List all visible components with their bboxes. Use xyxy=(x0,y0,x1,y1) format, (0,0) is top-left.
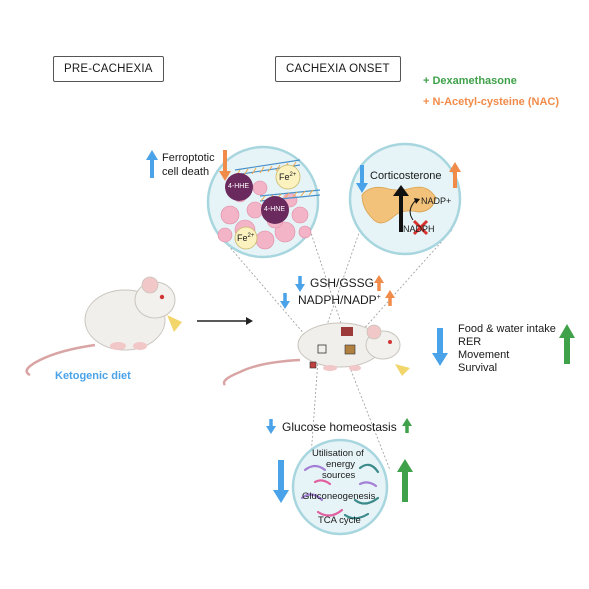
arrows xyxy=(146,150,575,503)
dexamethasone-label: + Dexamethasone xyxy=(423,75,517,87)
cachexia-onset-box: CACHEXIA ONSET xyxy=(275,56,401,82)
ketogenic-diet-label: Ketogenic diet xyxy=(55,370,131,382)
util-line3: sources xyxy=(322,470,356,481)
nadph-nadp-label: NADPH/NADP+ xyxy=(298,293,381,307)
ferroptosis-circle xyxy=(206,145,321,259)
glucose-green-up-arrow xyxy=(402,418,412,433)
cortico-blue-down-arrow xyxy=(356,165,368,193)
transition-arrow xyxy=(197,317,253,325)
gsh-orange-up-arrow xyxy=(374,275,384,291)
hne-label: 4-HNE xyxy=(264,206,286,213)
phenotype-movement: Movement xyxy=(458,349,510,361)
ferroptotic-line1: Ferroptotic xyxy=(162,152,215,164)
util-line1: Utilisation of xyxy=(312,448,364,459)
nadph-orange-up-arrow xyxy=(385,290,395,306)
tca-cycle-label: TCA cycle xyxy=(318,515,361,526)
glucose-blue-down-arrow xyxy=(266,419,276,434)
phenotype-food: Food & water intake xyxy=(458,323,556,335)
cachexia-mouse xyxy=(222,322,410,386)
ferroptotic-line2: cell death xyxy=(162,166,210,178)
metab-blue-down-arrow xyxy=(273,460,289,503)
fe-top-label: Fe2+ xyxy=(279,172,297,182)
nadph-blue-down-arrow xyxy=(280,293,290,309)
gsh-gssg-label: GSH/GSSG xyxy=(310,276,375,290)
hhe-label: 4-HHE xyxy=(228,183,250,190)
ferro-blue-up-arrow xyxy=(146,150,158,178)
corticosterone-label: Corticosterone xyxy=(370,170,442,182)
gluconeogenesis-label: Gluconeogenesis xyxy=(302,491,376,502)
ferro-orange-down-arrow xyxy=(219,150,231,181)
pre-cachexia-mouse xyxy=(25,276,182,377)
pheno-green-up-arrow xyxy=(559,324,575,364)
cachexia-onset-label: CACHEXIA ONSET xyxy=(286,63,390,75)
phenotype-rer: RER xyxy=(458,336,482,348)
cortico-orange-up-arrow xyxy=(449,162,461,188)
metab-green-up-arrow xyxy=(397,459,413,502)
pre-cachexia-label: PRE-CACHEXIA xyxy=(64,63,153,75)
pre-cachexia-box: PRE-CACHEXIA xyxy=(53,56,164,82)
fe-bottom-label: Fe2+ xyxy=(237,233,255,243)
gsh-blue-down-arrow xyxy=(295,276,305,292)
nac-label: + N-Acetyl-cysteine (NAC) xyxy=(423,96,560,108)
nadp-plus-label: NADP+ xyxy=(421,196,452,206)
phenotype-survival: Survival xyxy=(458,362,498,374)
glucose-homeostasis-label: Glucose homeostasis xyxy=(282,420,397,434)
util-line2: energy xyxy=(326,459,356,470)
metabolism-circle xyxy=(291,438,389,536)
pheno-blue-down-arrow xyxy=(432,328,448,366)
nadph-cortico-label: NADPH xyxy=(403,224,435,234)
corticosterone-circle xyxy=(348,142,462,256)
